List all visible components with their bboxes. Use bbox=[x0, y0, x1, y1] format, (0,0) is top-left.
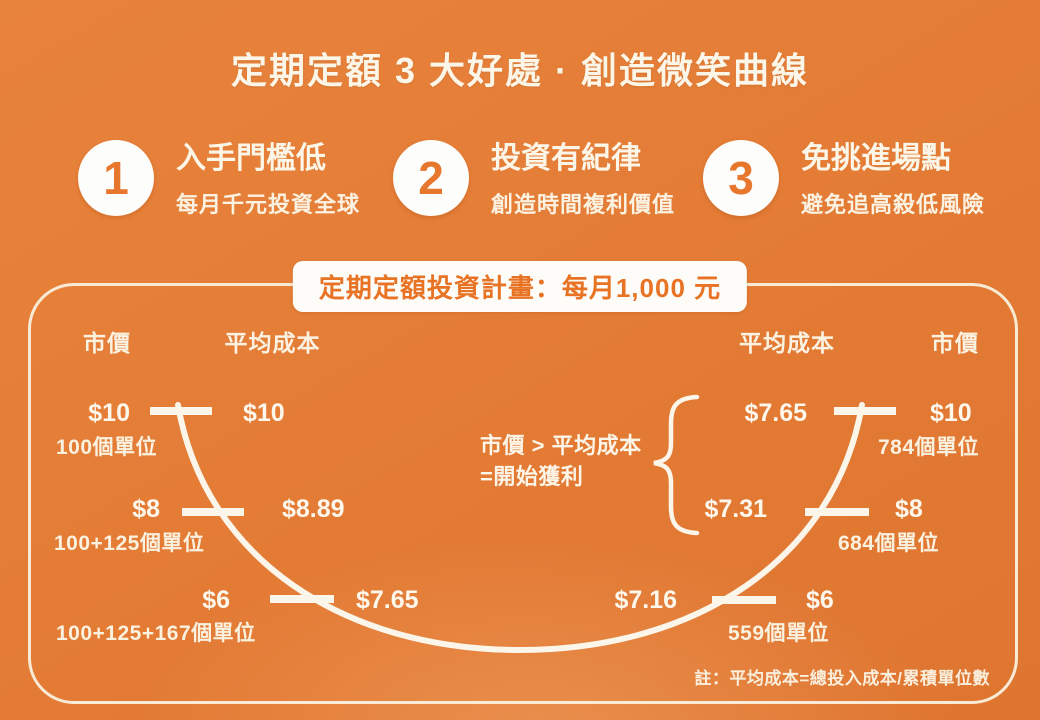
benefit-heading: 入手門檻低 bbox=[176, 142, 326, 175]
plan-label: 定期定額投資計畫：每月1,000 元 bbox=[318, 273, 722, 303]
benefit-text-3: 免挑進場點 避免追高殺低風險 bbox=[801, 140, 985, 219]
plan-label-box: 定期定額投資計畫：每月1,000 元 bbox=[292, 261, 748, 312]
right-row1-market-price: $10 bbox=[930, 399, 972, 427]
benefit-heading: 免挑進場點 bbox=[801, 142, 951, 175]
benefit-heading: 投資有紀律 bbox=[491, 142, 641, 175]
badge-number: 1 bbox=[103, 152, 129, 204]
number-badge-3: 3 bbox=[703, 140, 779, 216]
smile-curve-panel bbox=[28, 283, 1018, 704]
benefit-subtext: 創造時間複利價值 bbox=[491, 192, 676, 217]
header-right-average-cost: 平均成本 bbox=[739, 330, 835, 356]
left-row2-units: 100+125個單位 bbox=[54, 532, 205, 555]
number-badge-1: 1 bbox=[78, 140, 154, 216]
left-row1-units: 100個單位 bbox=[56, 436, 158, 459]
number-badge-2: 2 bbox=[393, 140, 469, 216]
benefit-subtext: 每月千元投資全球 bbox=[176, 192, 361, 217]
right-row2-market-price: $8 bbox=[895, 495, 923, 523]
right-row1-units: 784個單位 bbox=[878, 436, 980, 459]
benefit-item-2: 2 投資有紀律 創造時間複利價值 bbox=[393, 140, 675, 219]
benefit-text-1: 入手門檻低 每月千元投資全球 bbox=[176, 140, 360, 219]
benefit-item-3: 3 免挑進場點 避免追高殺低風險 bbox=[703, 140, 985, 219]
badge-number: 2 bbox=[418, 152, 444, 204]
header-left-market-price: 市價 bbox=[83, 330, 131, 356]
header-right-market-price: 市價 bbox=[931, 330, 979, 356]
benefit-item-1: 1 入手門檻低 每月千元投資全球 bbox=[78, 140, 360, 219]
page-title: 定期定額 3 大好處 · 創造微笑曲線 bbox=[230, 50, 810, 91]
benefit-text-2: 投資有紀律 創造時間複利價值 bbox=[491, 140, 675, 219]
left-row1-market-price: $10 bbox=[88, 399, 130, 427]
header-left-average-cost: 平均成本 bbox=[224, 330, 321, 356]
footnote: 註：平均成本=總投入成本/累積單位數 bbox=[694, 669, 990, 688]
benefit-subtext: 避免追高殺低風險 bbox=[801, 192, 986, 217]
badge-number: 3 bbox=[728, 152, 754, 204]
left-row2-market-price: $8 bbox=[132, 495, 160, 523]
